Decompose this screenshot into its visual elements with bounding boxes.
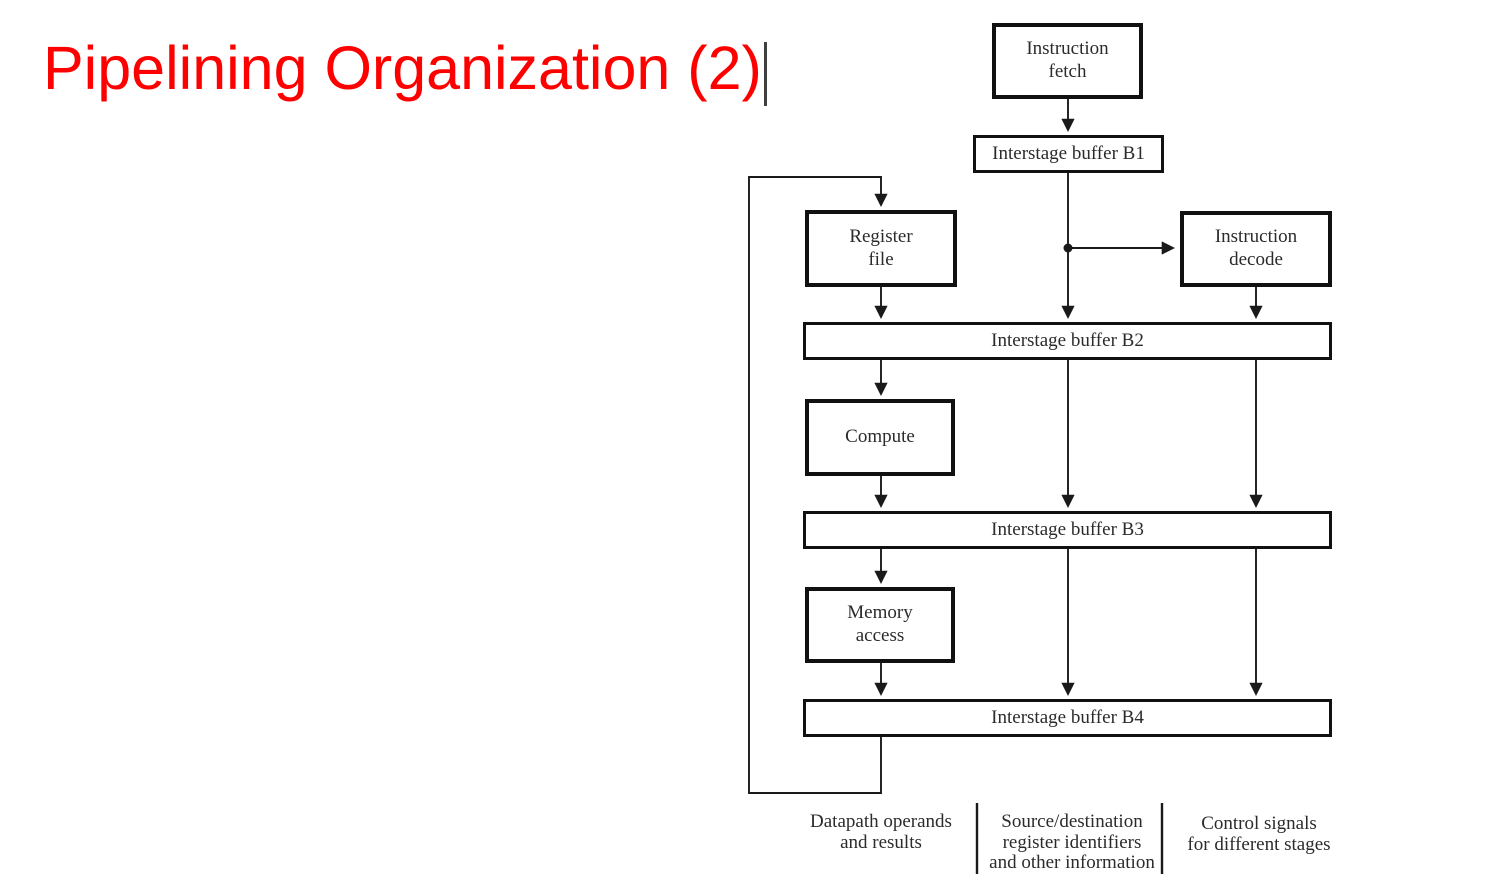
- stage-label-instruction-decode: Instruction decode: [1214, 226, 1298, 270]
- legend-control-signals: Control signals for different stages: [1187, 813, 1331, 855]
- title-block[interactable]: Pipelining Organization (2): [43, 33, 767, 106]
- stage-box-register-file[interactable]: Register file: [805, 210, 957, 287]
- junction-dot: [1063, 243, 1073, 253]
- feedback-loop-line: [748, 176, 888, 794]
- buffer-label-b3: Interstage buffer B3: [991, 518, 1144, 540]
- stage-label-register-file: Register file: [849, 225, 913, 270]
- stage-box-memory-access[interactable]: Memory access: [805, 587, 955, 663]
- buffer-box-b3[interactable]: Interstage buffer B3: [803, 511, 1332, 549]
- buffer-label-b4: Interstage buffer B4: [991, 706, 1144, 728]
- buffer-label-b1: Interstage buffer B1: [992, 142, 1145, 164]
- legend-source-destination: Source/destination register identifiers …: [989, 811, 1155, 874]
- buffer-label-b2: Interstage buffer B2: [991, 329, 1144, 351]
- text-cursor: [763, 42, 767, 106]
- buffer-box-b4[interactable]: Interstage buffer B4: [803, 699, 1332, 737]
- stage-label-memory-access: Memory access: [847, 602, 913, 646]
- buffer-box-b1[interactable]: Interstage buffer B1: [973, 135, 1164, 173]
- stage-label-compute: Compute: [845, 426, 915, 448]
- stage-box-instruction-fetch[interactable]: Instruction fetch: [992, 23, 1143, 99]
- legend-datapath-operands: Datapath operands and results: [810, 811, 952, 853]
- page-title: Pipelining Organization (2): [43, 34, 762, 102]
- stage-box-instruction-decode[interactable]: Instruction decode: [1180, 211, 1332, 287]
- stage-label-instruction-fetch: Instruction fetch: [1026, 38, 1109, 82]
- buffer-box-b2[interactable]: Interstage buffer B2: [803, 322, 1332, 360]
- stage-box-compute[interactable]: Compute: [805, 399, 955, 476]
